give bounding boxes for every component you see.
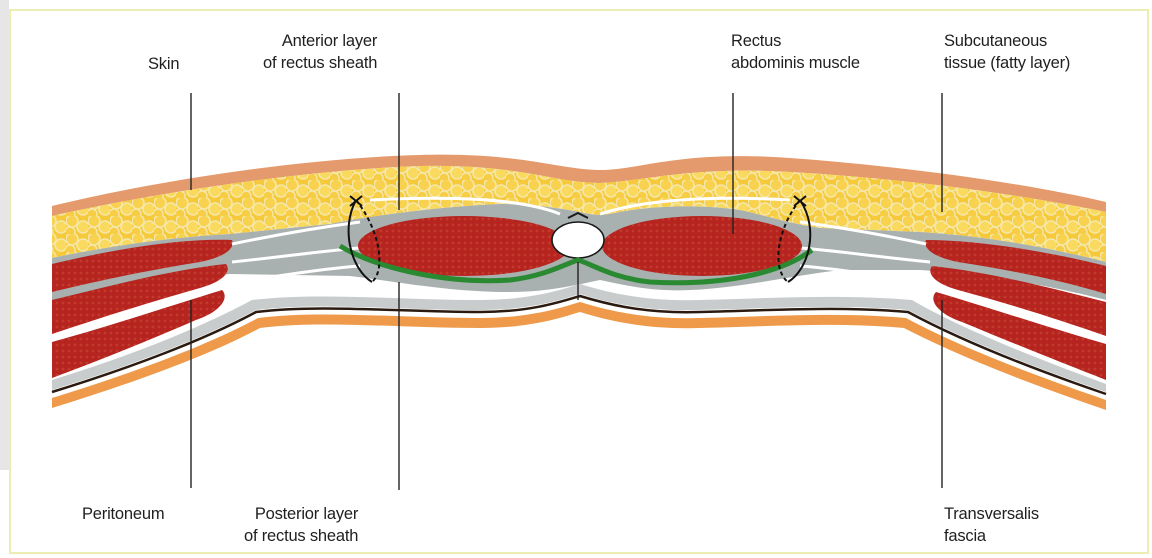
- label-transversalis: Transversalis fascia: [944, 503, 1039, 547]
- label-skin: Skin: [148, 53, 179, 75]
- label-subcutaneous: Subcutaneous tissue (fatty layer): [944, 30, 1070, 74]
- rectus-muscle-right: [602, 216, 802, 276]
- peritoneum-layer: [52, 302, 1106, 410]
- label-posterior-layer: Posterior layer of rectus sheath: [244, 503, 358, 547]
- label-anterior-layer: Anterior layer of rectus sheath: [263, 30, 377, 74]
- label-peritoneum: Peritoneum: [82, 503, 164, 525]
- linea-alba-gap: [552, 222, 604, 258]
- label-rectus-muscle: Rectus abdominis muscle: [731, 30, 860, 74]
